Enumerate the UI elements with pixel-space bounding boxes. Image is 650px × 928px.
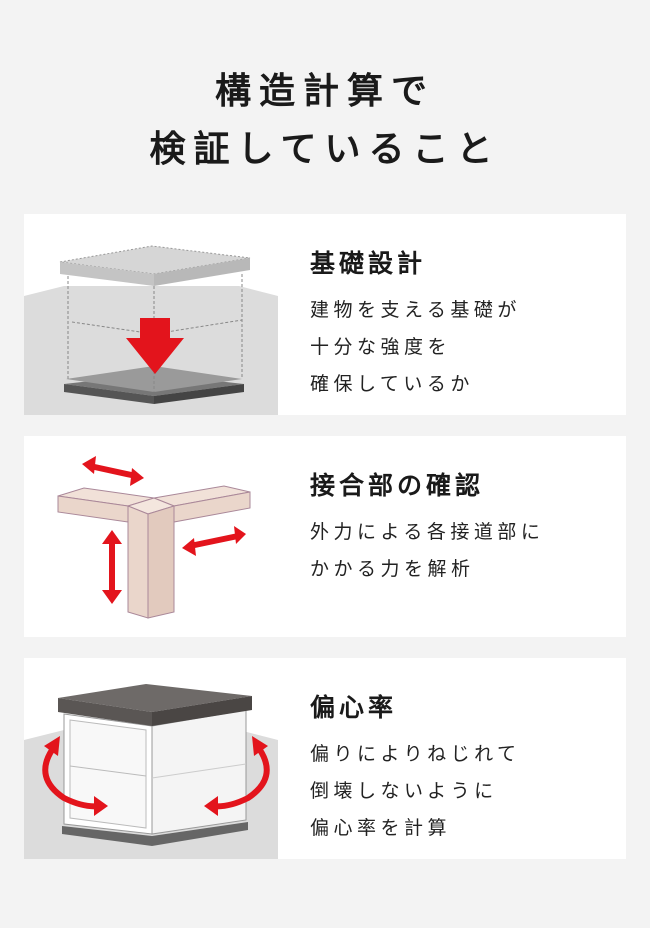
card-foundation-design: 基礎設計 建物を支える基礎が 十分な強度を 確保しているか bbox=[24, 214, 626, 415]
card-heading: 基礎設計 bbox=[310, 249, 427, 278]
card-text-line: 建物を支える基礎が bbox=[310, 299, 521, 321]
card-joint-check: 接合部の確認 外力による各接道部に かかる力を解析 bbox=[24, 436, 626, 637]
eccentricity-illustration-icon bbox=[24, 684, 278, 859]
page-title: 構造計算で 検証していること bbox=[0, 62, 650, 178]
card-heading: 偏心率 bbox=[310, 693, 398, 722]
card-text-line: 偏りによりねじれて bbox=[310, 743, 521, 765]
title-line-2: 検証していること bbox=[149, 128, 501, 170]
card-text-line: 偏心率を計算 bbox=[310, 817, 452, 839]
card-text-line: 倒壊しないように bbox=[310, 780, 498, 802]
card-text-line: かかる力を解析 bbox=[310, 558, 475, 580]
card-heading: 接合部の確認 bbox=[310, 471, 485, 500]
card-text-line: 十分な強度を bbox=[310, 336, 452, 358]
card-text-line: 確保しているか bbox=[310, 373, 474, 395]
card-text-line: 外力による各接道部に bbox=[310, 521, 545, 543]
card-eccentricity: 偏心率 偏りによりねじれて 倒壊しないように 偏心率を計算 bbox=[24, 658, 626, 859]
title-line-1: 構造計算で bbox=[214, 70, 435, 112]
foundation-illustration-icon bbox=[24, 245, 278, 415]
joint-illustration-icon bbox=[57, 456, 251, 619]
